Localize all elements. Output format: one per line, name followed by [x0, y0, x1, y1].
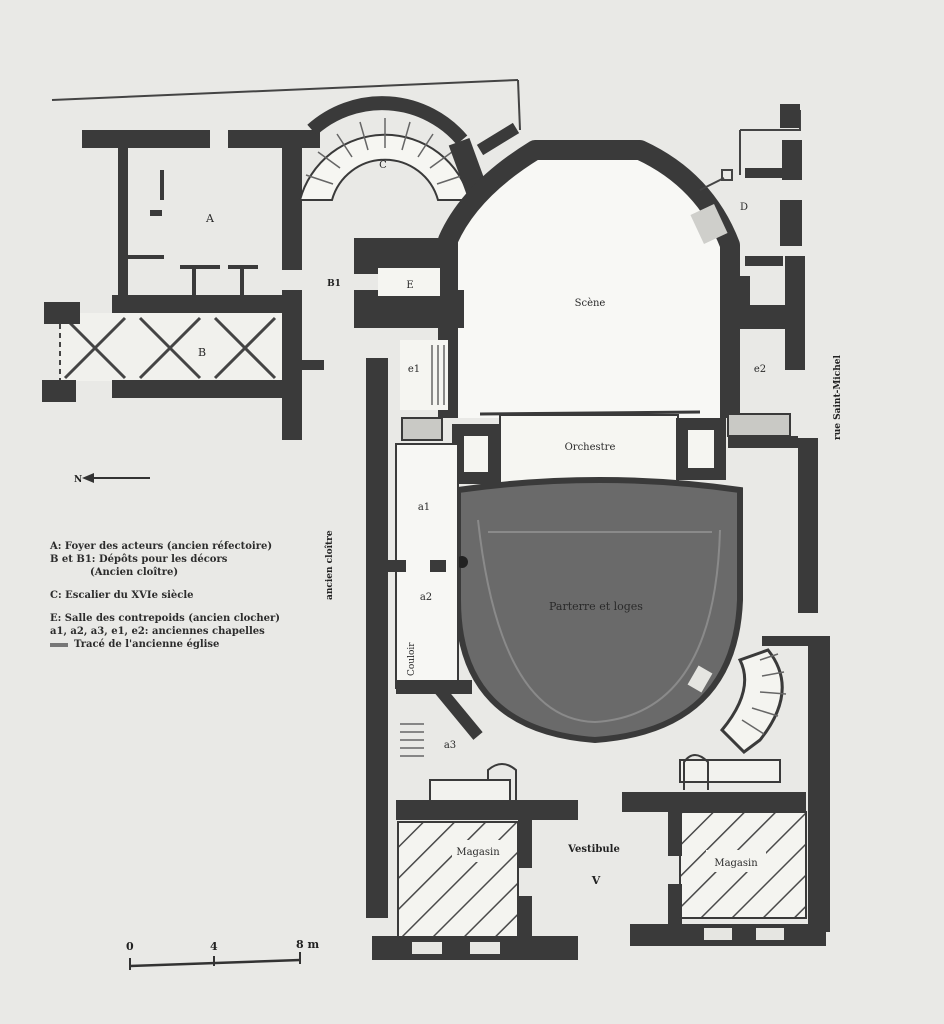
legend-line-b: B et B1: Dépôts pour les décors [50, 554, 228, 565]
room-d: D [699, 104, 805, 370]
label-magasin-right: Magasin [714, 858, 758, 869]
legend: A: Foyer des acteurs (ancien réfectoire)… [50, 540, 320, 651]
label-v: V [591, 874, 601, 887]
room-a [82, 130, 320, 313]
legend-line-trace: Tracé de l'ancienne église [50, 638, 320, 651]
room-b [42, 290, 324, 440]
label-a: A [205, 212, 215, 225]
legend-line-b-sub: (Ancien cloître) [90, 567, 179, 578]
parterre-shape [455, 477, 743, 744]
label-a2: a2 [420, 592, 432, 603]
label-c: C [379, 160, 387, 171]
label-d: D [740, 202, 748, 213]
boundary-line [51, 79, 519, 101]
label-vestibule: Vestibule [567, 844, 620, 855]
spiral-stair [679, 636, 810, 790]
legend-trace-text: Tracé de l'ancienne église [74, 639, 220, 650]
e1-steps [431, 345, 445, 405]
label-b: B [198, 346, 206, 359]
label-e2: e2 [754, 364, 766, 375]
scale-8: 8 m [296, 938, 319, 951]
label-couloir: Couloir [407, 642, 417, 676]
left-wing: C A B B1 [42, 79, 521, 440]
north-label: N [74, 475, 82, 485]
label-magasin-left: Magasin [456, 847, 500, 858]
room-e: E [354, 238, 464, 328]
street-right: rue Saint-Michel [833, 355, 843, 440]
scale-4: 4 [210, 940, 218, 953]
street-left: ancien cloître [324, 530, 335, 600]
scale-0: 0 [126, 940, 134, 953]
theatre: Scène E D [324, 104, 843, 960]
boundary-line [517, 79, 521, 131]
label-b1: B1 [327, 279, 341, 289]
a3-stairs [400, 723, 424, 757]
label-a3: a3 [444, 740, 456, 751]
label-a1: a1 [418, 502, 430, 513]
legend-line-c: C: Escalier du XVIe siècle [50, 590, 194, 601]
label-parterre: Parterre et loges [549, 600, 643, 613]
north-arrow-icon: N [74, 473, 150, 485]
legend-line-chapels: a1, a2, a3, e1, e2: anciennes chapelles [50, 626, 265, 637]
label-e: E [406, 280, 413, 291]
label-scene: Scène [575, 298, 606, 309]
scene-wall [438, 140, 740, 418]
church-trace-swatch [50, 642, 68, 647]
legend-line-e: E: Salle des contrepoids (ancien clocher… [50, 613, 281, 624]
label-e1: e1 [408, 364, 420, 375]
label-orchestre: Orchestre [565, 442, 616, 453]
scale-bar: 0 4 8 m [126, 938, 319, 970]
magasin-left [397, 821, 519, 941]
legend-line-a: A: Foyer des acteurs (ancien réfectoire) [50, 541, 273, 552]
